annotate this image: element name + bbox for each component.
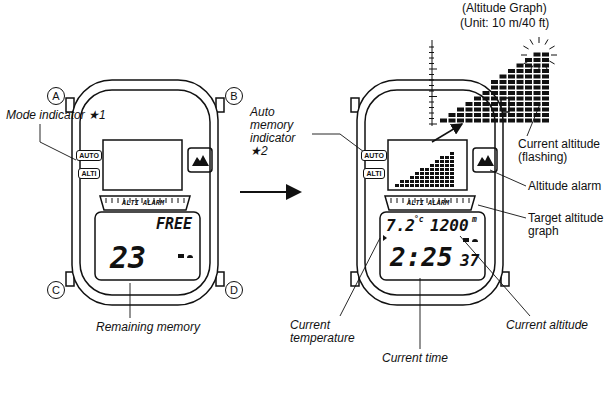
node-text: ALTI — [81, 170, 96, 177]
button-d: D — [225, 281, 243, 299]
lcd-digits: 1200 — [430, 218, 469, 234]
alti-indicator: ALTI — [78, 168, 100, 179]
auto-indicator: AUTO — [76, 150, 102, 161]
callout-label: Altitude alarm — [528, 180, 612, 193]
lcd-digits: 2:25 — [390, 244, 453, 270]
auto-indicator: AUTO — [361, 150, 387, 161]
node-text: C — [52, 284, 60, 296]
callout-label: Remaining memory — [96, 321, 200, 334]
lcd-digits: 37 — [460, 253, 479, 269]
callout-label: Current altitude (flashing) — [518, 138, 610, 164]
graph-unit: (Unit: 10 m/40 ft) — [460, 17, 549, 30]
node-text: AUTO — [79, 152, 99, 159]
callout-label: Current temperature — [290, 319, 370, 345]
lcd-band-text: ALTI ALARM — [122, 200, 164, 207]
lcd-digits: 23 — [110, 243, 146, 273]
node-text: ALTI — [366, 170, 381, 177]
lcd-unit: m — [472, 216, 477, 224]
node-text: B — [230, 90, 237, 102]
button-b: B — [225, 87, 243, 105]
button-a: A — [47, 87, 65, 105]
button-c: C — [47, 281, 65, 299]
graph-title: (Altitude Graph) — [462, 2, 547, 15]
alti-indicator: ALTI — [363, 168, 385, 179]
lcd-unit: °c — [414, 216, 424, 224]
callout-label: Current time — [382, 352, 448, 365]
callout-label: Current altitude — [506, 319, 588, 332]
lcd-text: FREE — [156, 217, 192, 232]
lcd-band-text: ALTI ALARM — [407, 200, 449, 207]
node-text: D — [230, 284, 238, 296]
node-text: AUTO — [364, 152, 384, 159]
callout-label: Auto memory indicator ★2 — [250, 106, 316, 158]
node-text: A — [52, 90, 59, 102]
callout-label: Mode indicator ★1 — [6, 109, 106, 122]
callout-label: Target altitude graph — [528, 212, 612, 238]
lcd-digits: 7.2 — [386, 218, 415, 234]
